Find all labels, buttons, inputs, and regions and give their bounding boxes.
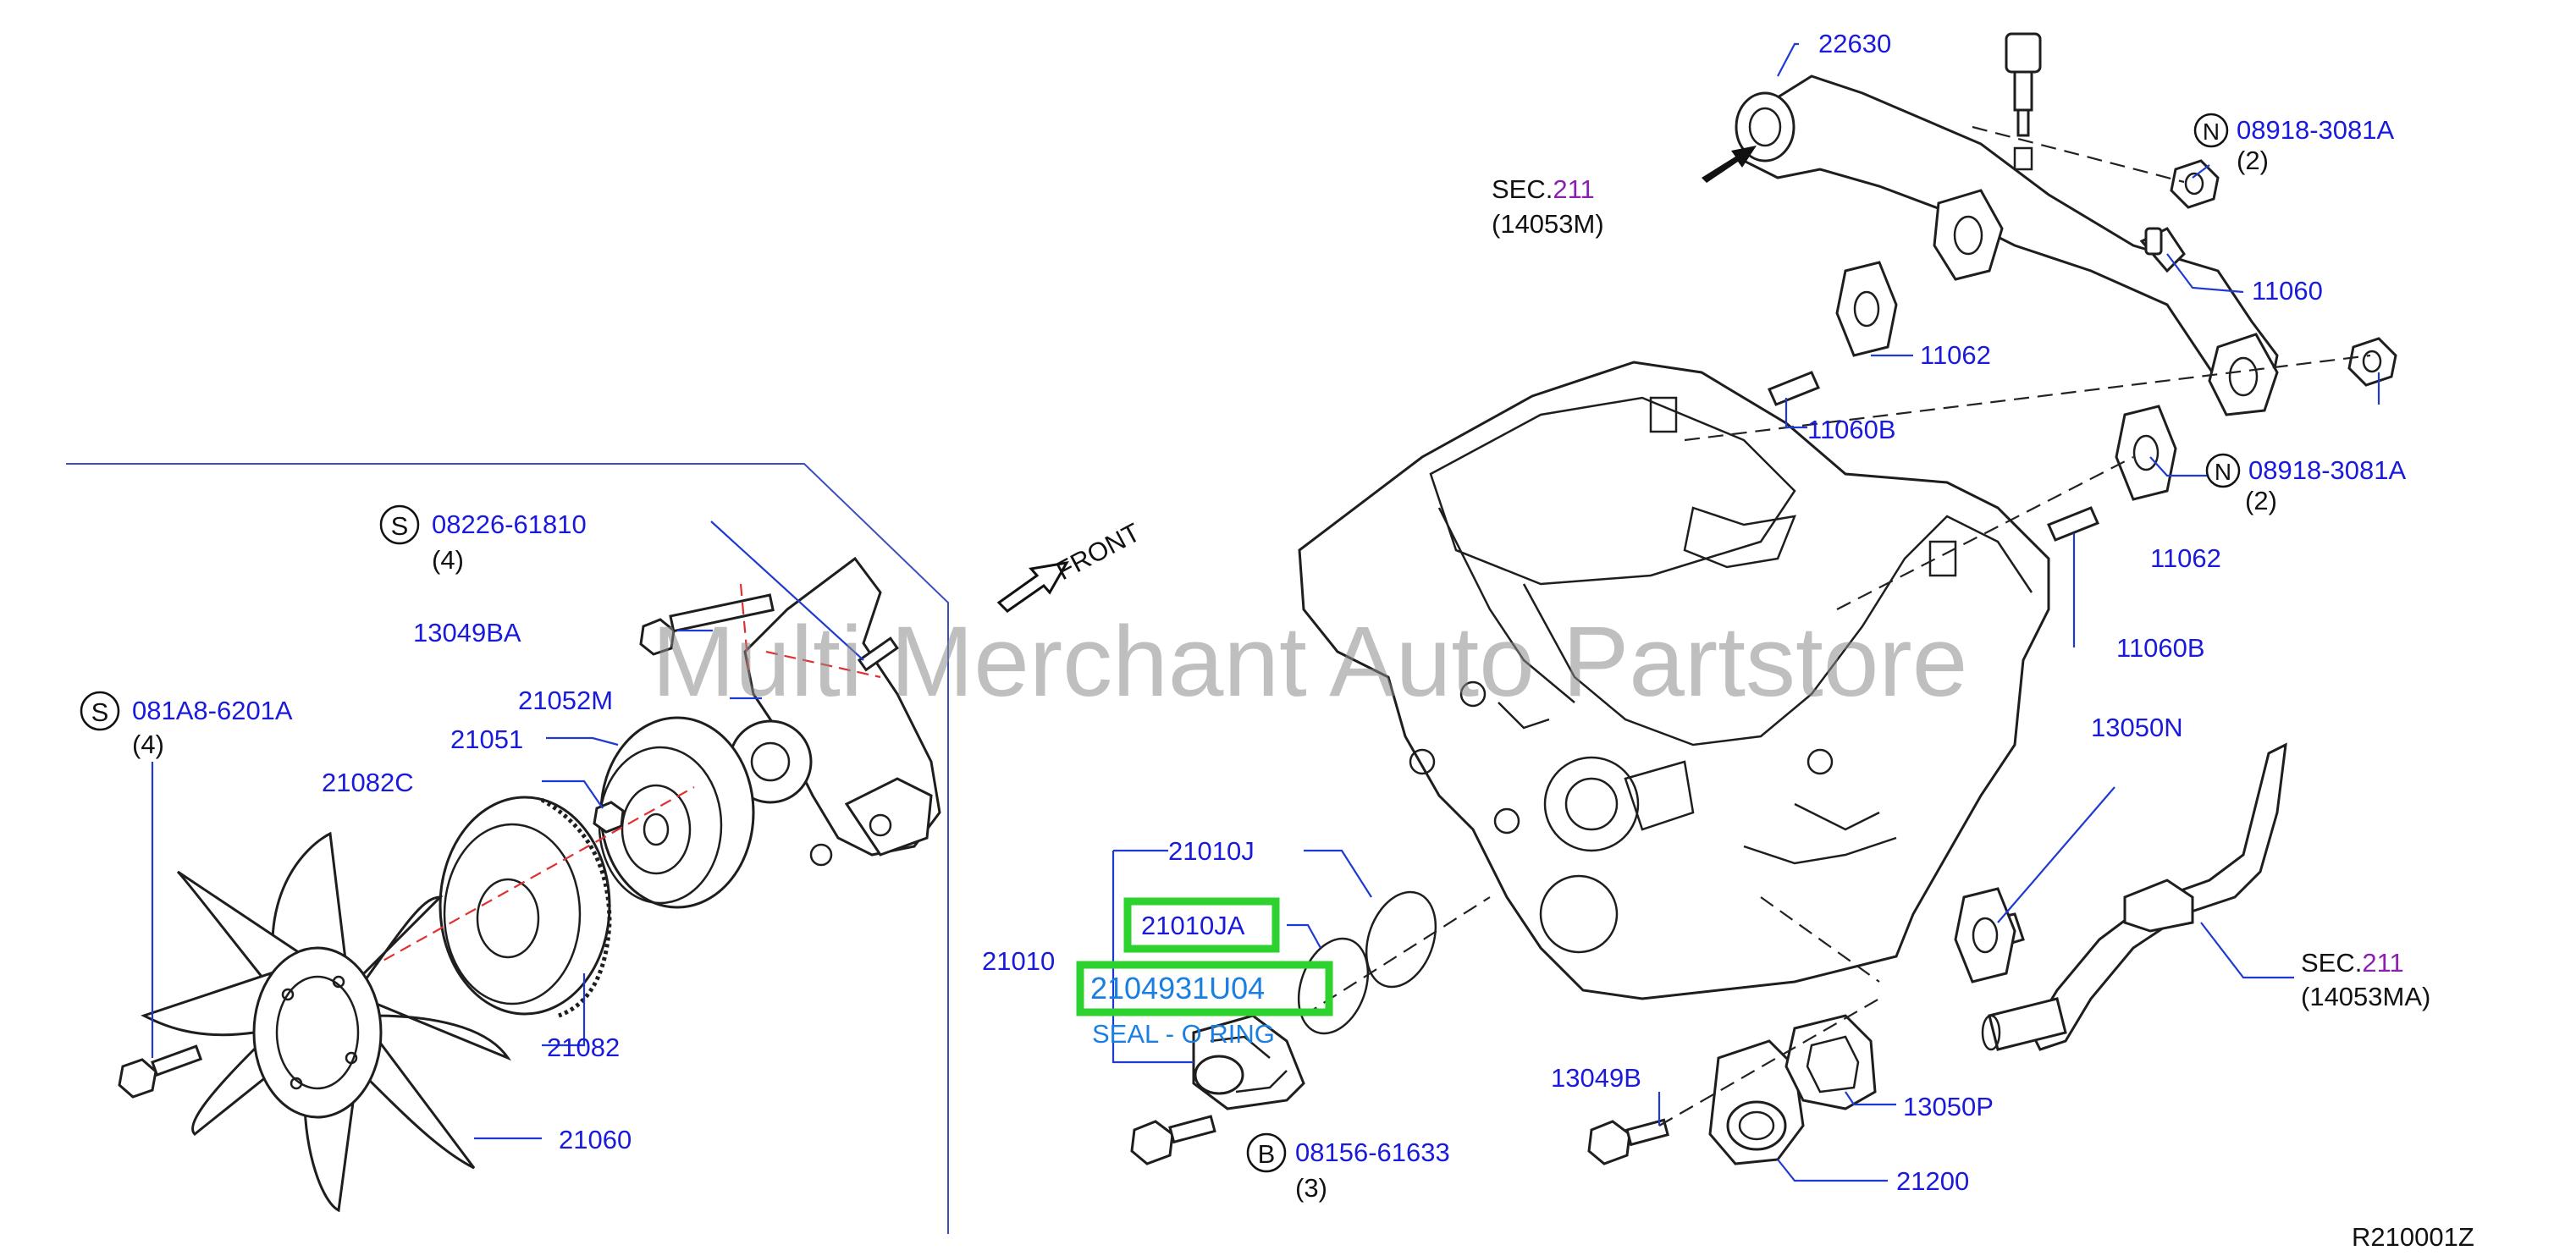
section-ref-top-number: 211 xyxy=(1553,174,1594,204)
qty-08226: (4) xyxy=(432,545,464,575)
part-label-21051[interactable]: 21051 xyxy=(450,724,523,754)
symbol-circle xyxy=(2193,113,2229,148)
centerline xyxy=(739,583,751,678)
qty-08918-top: (2) xyxy=(2237,146,2269,175)
highlight-box-21010JA xyxy=(1123,897,1280,953)
part-label-11062-bottom[interactable]: 11062 xyxy=(2150,543,2221,573)
section-ref-right-number: 211 xyxy=(2362,948,2403,978)
part-label-08918-top[interactable]: 08918-3081A xyxy=(2237,115,2394,145)
nut-lower-icon xyxy=(2347,337,2397,387)
part-label-13050P[interactable]: 13050P xyxy=(1903,1092,1994,1121)
centerline xyxy=(765,650,881,679)
part-label-08156[interactable]: 08156-61633 xyxy=(1295,1138,1450,1167)
symbol-n-top: N xyxy=(2203,118,2220,145)
part-label-11060[interactable]: 11060 xyxy=(2252,276,2323,306)
part-label-08918-bottom[interactable]: 08918-3081A xyxy=(2248,455,2406,485)
bolt-08226-icon xyxy=(857,636,899,672)
qty-08918-bottom: (2) xyxy=(2245,486,2277,515)
part-label-22630[interactable]: 22630 xyxy=(1818,29,1891,58)
temperature-sensor-icon xyxy=(2005,32,2042,171)
direction-arrow-icon xyxy=(1702,146,1757,183)
symbol-circle xyxy=(379,504,420,545)
front-label: FRONT xyxy=(1051,517,1145,586)
part-label-21010JA[interactable]: 21010JA xyxy=(1141,911,1245,940)
assembly-line xyxy=(1658,998,1880,1127)
bolt-13049BA-icon xyxy=(639,593,775,656)
gasket-13050N xyxy=(1954,887,2016,983)
part-label-13050N[interactable]: 13050N xyxy=(2091,713,2183,742)
section-ref-right[interactable]: SEC.211 xyxy=(2301,948,2404,978)
fan-21060 xyxy=(141,831,511,1213)
symbol-n-bottom: N xyxy=(2215,459,2231,485)
highlight-box-2104931U04 xyxy=(1076,961,1333,1016)
engine-block xyxy=(1298,361,2050,1000)
assembly-line xyxy=(1303,896,1491,1016)
part-label-13049B[interactable]: 13049B xyxy=(1551,1063,1641,1093)
part-label-11062-top[interactable]: 11062 xyxy=(1920,340,1991,370)
part-label-13049BA[interactable]: 13049BA xyxy=(413,618,521,647)
watermark: Multi Merchant Auto Partstore xyxy=(652,606,1967,718)
symbol-circle xyxy=(80,691,120,731)
part-label-11060B-top[interactable]: 11060B xyxy=(1807,415,1896,444)
part-label-081A8[interactable]: 081A8-6201A xyxy=(132,696,293,725)
panel-divider xyxy=(66,463,949,1234)
water-pump xyxy=(1192,1014,1305,1110)
thermostat-housing xyxy=(1708,1039,1805,1165)
bolt-08156-icon xyxy=(1130,1115,1216,1165)
symbol-circle xyxy=(2205,453,2241,488)
o-ring-large xyxy=(1297,937,1370,1035)
part-label-21082[interactable]: 21082 xyxy=(547,1033,620,1062)
symbol-s-081A8: S xyxy=(91,697,109,727)
assembly-line xyxy=(1760,896,1880,983)
part-label-21052M[interactable]: 21052M xyxy=(518,686,613,715)
part-label-2104931U04[interactable]: 2104931U04 xyxy=(1090,971,1265,1005)
qty-081A8: (4) xyxy=(132,730,164,759)
part-label-21200[interactable]: 21200 xyxy=(1896,1166,1969,1196)
symbol-b-08156: B xyxy=(1258,1139,1276,1169)
water-outlet-pipe xyxy=(1735,74,2279,416)
section-ref-right-sub: (14053MA) xyxy=(2301,982,2430,1011)
gasket-upper xyxy=(1835,261,1898,357)
idler-bracket xyxy=(728,556,941,867)
nut-upper-icon xyxy=(2170,159,2220,209)
gasket-lower xyxy=(2115,405,2177,501)
part-label-11060B-bottom[interactable]: 11060B xyxy=(2116,633,2205,663)
section-ref-top[interactable]: SEC.211 xyxy=(1492,174,1595,204)
stud-lower xyxy=(2046,506,2100,542)
assembly-line xyxy=(1684,354,2371,442)
o-ring-small xyxy=(1365,890,1437,989)
stud-upper xyxy=(1767,371,1821,406)
fan-clutch-21082 xyxy=(439,796,612,1018)
assembly-line xyxy=(1836,456,2134,610)
part-label-21010[interactable]: 21010 xyxy=(982,946,1055,976)
leader-lines xyxy=(151,42,2380,1182)
section-ref-top-sub: (14053M) xyxy=(1492,209,1604,239)
assembly-line xyxy=(1972,125,2185,184)
thermostat-gasket xyxy=(1784,1014,1877,1110)
symbol-circle xyxy=(1246,1132,1287,1173)
symbol-s-08226: S xyxy=(391,511,409,541)
section-ref-right-prefix: SEC. xyxy=(2301,948,2362,978)
part-description-seal: SEAL - O RING xyxy=(1092,1019,1275,1049)
qty-08156: (3) xyxy=(1295,1173,1327,1203)
front-indicator: FRONT xyxy=(996,517,1145,613)
bolt-081A8-icon xyxy=(118,1044,203,1099)
nut-21082C-icon xyxy=(593,801,625,834)
section-ref-top-prefix: SEC. xyxy=(1492,174,1553,204)
part-label-21010J[interactable]: 21010J xyxy=(1168,836,1255,866)
part-label-08226[interactable]: 08226-61810 xyxy=(432,510,587,539)
diagram-code: R210001Z xyxy=(2352,1222,2474,1252)
bolt-13049B-icon xyxy=(1587,1118,1669,1165)
part-label-21060[interactable]: 21060 xyxy=(559,1125,632,1154)
part-label-21082C[interactable]: 21082C xyxy=(322,768,414,797)
